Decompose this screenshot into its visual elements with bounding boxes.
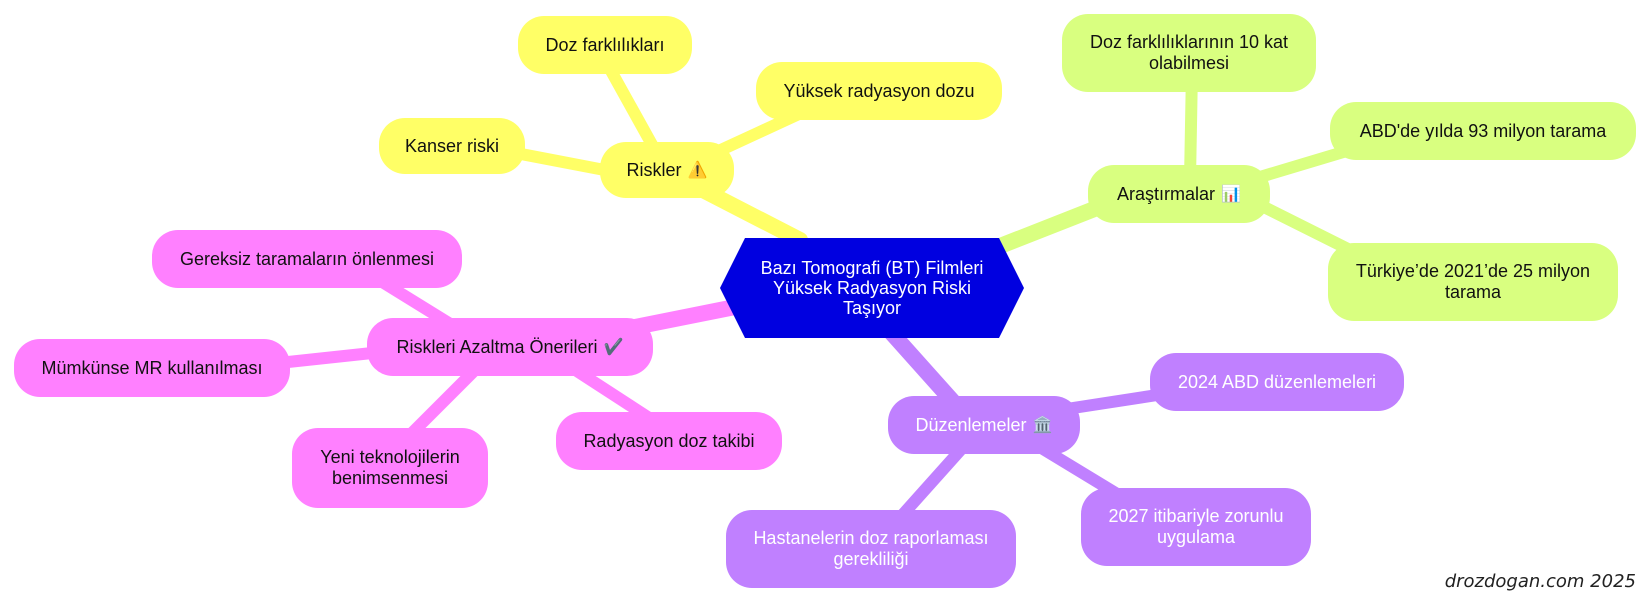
branch-duzenlemeler: Düzenlemeler 🏛️ [888, 396, 1080, 454]
leaf-abd-93-milyon: ABD'de yılda 93 milyon tarama [1330, 102, 1636, 160]
leaf-label: Kanser riski [404, 135, 500, 156]
leaf-kanser-riski: Kanser riski [379, 118, 525, 174]
leaf-doz-takibi: Radyasyon doz takibi [556, 412, 782, 470]
leaf-2027-zorunlu: 2027 itibariyle zorunlu uygulama [1081, 488, 1311, 566]
leaf-label: Radyasyon doz takibi [583, 430, 755, 451]
check-icon: ✔️ [603, 338, 624, 356]
leaf-gereksiz-taramalar: Gereksiz taramaların önlenmesi [152, 230, 462, 288]
leaf-mr-kullanimi: Mümkünse MR kullanılması [14, 339, 290, 397]
bar-chart-icon: 📊 [1221, 185, 1241, 203]
branch-oneriler: Riskleri Azaltma Önerileri ✔️ [367, 318, 653, 376]
link-riskler-doz-farkliliklari [599, 54, 661, 156]
leaf-doz-farkliliklari: Doz farklılıkları [518, 16, 692, 74]
branch-arastirmalar-label: Araştırmalar [1117, 183, 1216, 204]
leaf-label: 2027 itibariyle zorunlu uygulama [1108, 506, 1284, 547]
leaf-label: ABD'de yılda 93 milyon tarama [1359, 120, 1607, 141]
leaf-2024-abd: 2024 ABD düzenlemeleri [1150, 353, 1404, 411]
leaf-yeni-teknolojiler: Yeni teknolojilerin benimsenmesi [292, 428, 488, 508]
leaf-label: Türkiye’de 2021’de 25 milyon tarama [1355, 261, 1591, 302]
government-building-icon: 🏛️ [1032, 416, 1053, 434]
leaf-label: Yüksek radyasyon dozu [783, 80, 975, 101]
warning-icon: ⚠️ [687, 161, 708, 179]
leaf-label: Gereksiz taramaların önlenmesi [179, 248, 435, 269]
branch-riskler: Riskler ⚠️ [600, 142, 734, 198]
leaf-label: Mümkünse MR kullanılması [41, 357, 263, 378]
center-title: Bazı Tomografi (BT) Filmleri Yüksek Rady… [760, 258, 984, 318]
leaf-doz-10-kat: Doz farklılıklarının 10 kat olabilmesi [1062, 14, 1316, 92]
leaf-yuksek-radyasyon-dozu: Yüksek radyasyon dozu [756, 62, 1002, 120]
branch-arastirmalar: Araştırmalar 📊 [1088, 165, 1270, 223]
leaf-turkiye-25-milyon: Türkiye’de 2021’de 25 milyon tarama [1328, 243, 1618, 321]
center-hexagon-shape [720, 238, 1024, 338]
leaf-label: 2024 ABD düzenlemeleri [1177, 371, 1377, 392]
leaf-label: Doz farklılıklarının 10 kat olabilmesi [1089, 32, 1289, 73]
leaf-label: Hastanelerin doz raporlaması gerekliliği [753, 528, 989, 569]
watermark: drozdogan.com 2025 [1444, 571, 1636, 592]
branch-duzenlemeler-label: Düzenlemeler [915, 414, 1027, 435]
leaf-label: Doz farklılıkları [545, 34, 665, 55]
leaf-hastane-raporlama: Hastanelerin doz raporlaması gerekliliği [726, 510, 1016, 588]
branch-riskler-label: Riskler [626, 159, 682, 180]
branch-oneriler-label: Riskleri Azaltma Önerileri [396, 336, 598, 357]
leaf-label: Yeni teknolojilerin benimsenmesi [320, 447, 460, 488]
center-node: Bazı Tomografi (BT) Filmleri Yüksek Rady… [720, 238, 1024, 338]
